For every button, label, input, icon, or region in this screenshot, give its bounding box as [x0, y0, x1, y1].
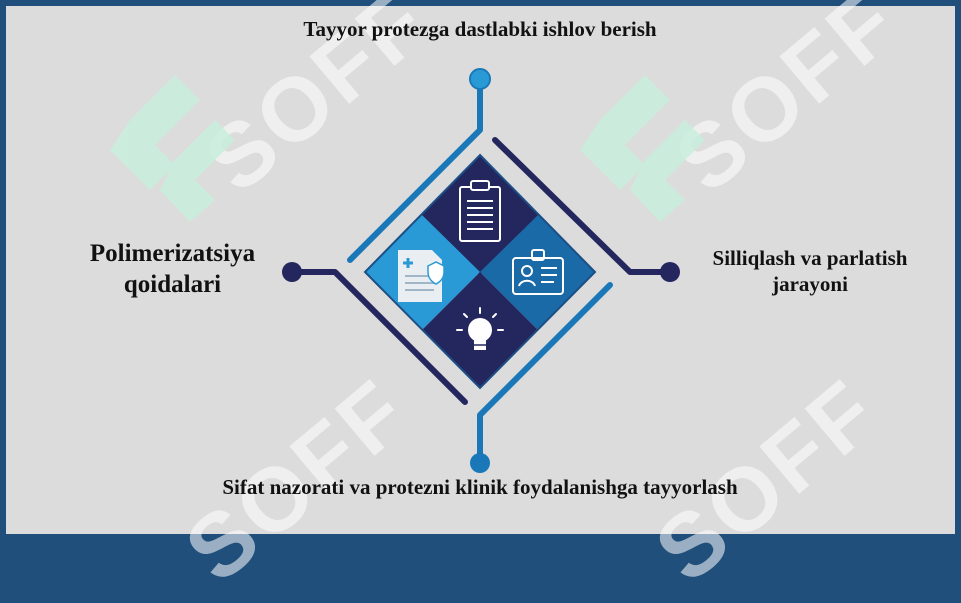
lightbulb-icon [456, 307, 504, 350]
connector-dot-left [282, 262, 302, 282]
connector-top [347, 77, 483, 263]
watermark-logo [110, 75, 235, 222]
id-card-icon [512, 249, 564, 295]
step-label-bottom: Sifat nazorati va protezni klinik foydal… [222, 475, 738, 499]
step-label-right: Silliqlash va parlatish jarayoni [712, 246, 908, 297]
connector-upper-right [492, 137, 673, 275]
clipboard-icon [459, 180, 501, 242]
connector-lower-right [477, 282, 613, 465]
step-label-left: Polimerizatsiya qoidalari [89, 240, 256, 299]
connector-dot-top [469, 68, 491, 90]
watermark-logo [580, 75, 705, 222]
connector-dot-bottom [470, 453, 490, 473]
medical-document-icon [398, 250, 445, 302]
connector-dot-right [660, 262, 680, 282]
step-label-top: Tayyor protezga dastlabki ishlov berish [303, 17, 657, 41]
central-diamond [363, 153, 597, 390]
process-diagram [110, 68, 705, 473]
connector-left [290, 269, 468, 405]
